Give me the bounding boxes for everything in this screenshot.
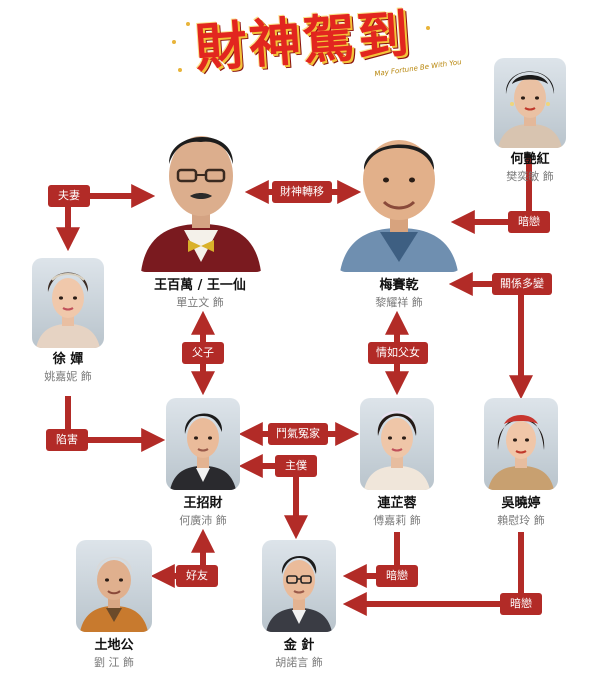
relation-tag-fuzi: 父子	[182, 342, 224, 364]
relation-tag-guanxi: 關係多變	[492, 273, 552, 295]
portrait-tudigong	[76, 540, 152, 632]
relation-tag-haoyou: 好友	[176, 565, 218, 587]
actor-name: 傅嘉莉 飾	[373, 514, 421, 527]
show-logo: 財神駕到 May Fortune Be With You	[168, 4, 462, 88]
relation-tag-xianhai: 陷害	[46, 429, 88, 451]
actor-name: 樊奕敏 飾	[506, 170, 554, 183]
sparkle-icon	[172, 40, 176, 44]
sparkle-icon	[186, 22, 190, 26]
sparkle-icon	[426, 26, 430, 30]
character-name: 土地公	[94, 638, 134, 653]
portrait-meisaiqian	[336, 116, 462, 272]
avatar	[488, 415, 554, 490]
sparkle-icon	[178, 68, 182, 72]
avatar	[170, 413, 236, 490]
relation-tag-anlian-he: 暗戀	[508, 211, 550, 233]
relation-tag-douqi: 鬥氣冤家	[268, 423, 328, 445]
relation-tag-caishen: 財神轉移	[272, 181, 332, 203]
actor-name: 劉 江 飾	[94, 656, 134, 669]
avatar	[498, 71, 562, 148]
relation-tag-zhupu: 主僕	[275, 455, 317, 477]
portrait-heyanhong	[494, 58, 566, 148]
portrait-wuxiaoting	[484, 398, 558, 490]
character-name: 吳曉婷	[501, 496, 541, 511]
actor-name: 賴慰玲 飾	[497, 514, 545, 527]
relation-tag-fuqi: 夫妻	[48, 185, 90, 207]
avatar	[364, 411, 430, 490]
actor-name: 何廣沛 飾	[179, 514, 227, 527]
portrait-wangbaiwan	[136, 112, 266, 272]
character-name: 金 針	[283, 638, 315, 653]
relation-tag-anlian-wu: 暗戀	[500, 593, 542, 615]
avatar	[80, 556, 148, 632]
actor-name: 胡諾言 飾	[275, 656, 323, 669]
actor-name: 單立文 飾	[176, 296, 224, 309]
character-name: 何艷紅	[510, 152, 550, 167]
portrait-xuchan	[32, 258, 104, 348]
relation-tag-anlian-lian: 暗戀	[376, 565, 418, 587]
avatar	[266, 556, 332, 632]
character-name: 王招財	[183, 496, 223, 511]
avatar	[141, 136, 261, 272]
portrait-jinzhen	[262, 540, 336, 632]
character-name: 連芷蓉	[377, 496, 417, 511]
character-name: 王百萬 / 王一仙	[154, 278, 246, 293]
portrait-lianzhirong	[360, 398, 434, 490]
actor-name: 黎耀祥 飾	[375, 296, 423, 309]
avatar	[340, 140, 458, 272]
portrait-wangzhaocai	[166, 398, 240, 490]
actor-name: 姚嘉妮 飾	[44, 370, 92, 383]
relation-tag-qingru: 情如父女	[368, 342, 428, 364]
character-name: 梅賽乾	[379, 278, 419, 293]
avatar	[36, 272, 100, 348]
character-name: 徐 嬋	[52, 352, 84, 367]
